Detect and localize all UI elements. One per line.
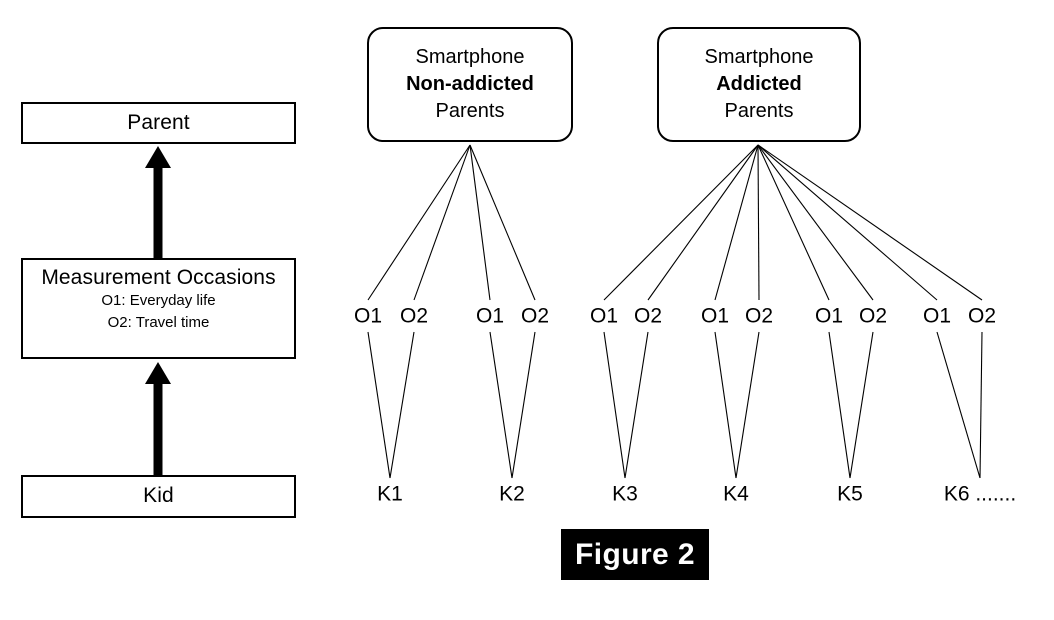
occasion-label-k3-o1: O1 (589, 304, 619, 328)
occasion-label-k6-o2: O2 (967, 304, 997, 328)
edge-k3-o1 (603, 331, 626, 479)
group-addicted-line-3: Parents (724, 100, 794, 122)
legend-box-measurement-occasions: Measurement Occasions O1: Everyday life … (21, 258, 296, 359)
group-nonaddicted-line-1: Smartphone (415, 46, 525, 68)
occasion-label-k3-o2: O2 (633, 304, 663, 328)
edge-addicted-to-k4-o1 (714, 144, 759, 301)
edge-addicted-to-k3-o1 (603, 144, 759, 301)
group-addicted-line-1: Smartphone (704, 46, 814, 68)
kid-label-6: K6 ....... (943, 482, 1017, 506)
legend-measurement-title: Measurement Occasions (41, 266, 276, 289)
occasion-label-k1-o1: O1 (353, 304, 383, 328)
edge-k3-o2 (624, 331, 649, 479)
edge-addicted-to-k3-o2 (647, 144, 759, 301)
kid-label-5: K5 (837, 482, 863, 506)
edge-k1-o1 (367, 331, 391, 479)
legend-measurement-line-2: O2: Travel time (107, 313, 210, 331)
edge-nonaddicted-to-k1-o2 (413, 144, 471, 301)
legend-measurement-line-1: O1: Everyday life (101, 292, 216, 310)
edge-addicted-to-k5-o1 (757, 144, 830, 301)
measurement-to-parent-arrow-head (145, 146, 171, 168)
legend-parent-label: Parent (127, 110, 190, 134)
edge-k6-o1 (936, 331, 981, 479)
group-nonaddicted-line-2: Non-addicted (406, 73, 534, 95)
figure-caption: Figure 2 (561, 529, 709, 580)
group-box-nonaddicted-parents: Smartphone Non-addicted Parents (367, 27, 573, 142)
kid-label-2: K2 (499, 482, 525, 506)
occasion-label-k1-o2: O2 (399, 304, 429, 328)
edge-k2-o2 (511, 331, 536, 479)
legend-box-kid: Kid (21, 475, 296, 518)
edge-k4-o2 (735, 331, 760, 479)
group-box-addicted-parents: Smartphone Addicted Parents (657, 27, 861, 142)
legend-kid-label: Kid (143, 484, 174, 508)
edge-k4-o1 (714, 331, 737, 479)
group-addicted-line-2: Addicted (716, 73, 802, 95)
edge-addicted-to-k4-o2 (757, 144, 760, 301)
occasion-label-k4-o2: O2 (744, 304, 774, 328)
occasion-label-k4-o1: O1 (700, 304, 730, 328)
occasion-label-k2-o2: O2 (520, 304, 550, 328)
edge-addicted-to-k6-o2 (757, 144, 983, 301)
edge-nonaddicted-to-k2-o2 (469, 144, 536, 301)
edge-addicted-to-k5-o2 (757, 144, 874, 301)
occasion-label-k5-o1: O1 (814, 304, 844, 328)
edge-nonaddicted-to-k2-o1 (469, 144, 491, 301)
edge-nonaddicted-to-k1-o1 (367, 144, 471, 301)
kid-to-measurement-arrow-shaft (153, 382, 163, 475)
figure-caption-text: Figure 2 (575, 537, 695, 571)
legend-box-parent: Parent (21, 102, 296, 144)
edge-k5-o1 (828, 331, 851, 479)
edge-k5-o2 (849, 331, 874, 479)
edge-k1-o2 (389, 331, 415, 479)
occasion-label-k2-o1: O1 (475, 304, 505, 328)
kid-label-1: K1 (377, 482, 403, 506)
edge-k6-o2 (979, 331, 983, 479)
kid-label-4: K4 (723, 482, 749, 506)
edge-addicted-to-k6-o1 (757, 144, 938, 301)
kid-label-3: K3 (612, 482, 638, 506)
group-nonaddicted-line-3: Parents (435, 100, 505, 122)
edge-k2-o1 (489, 331, 513, 479)
measurement-to-parent-arrow-shaft (153, 166, 163, 258)
occasion-label-k5-o2: O2 (858, 304, 888, 328)
occasion-label-k6-o1: O1 (922, 304, 952, 328)
kid-to-measurement-arrow-head (145, 362, 171, 384)
